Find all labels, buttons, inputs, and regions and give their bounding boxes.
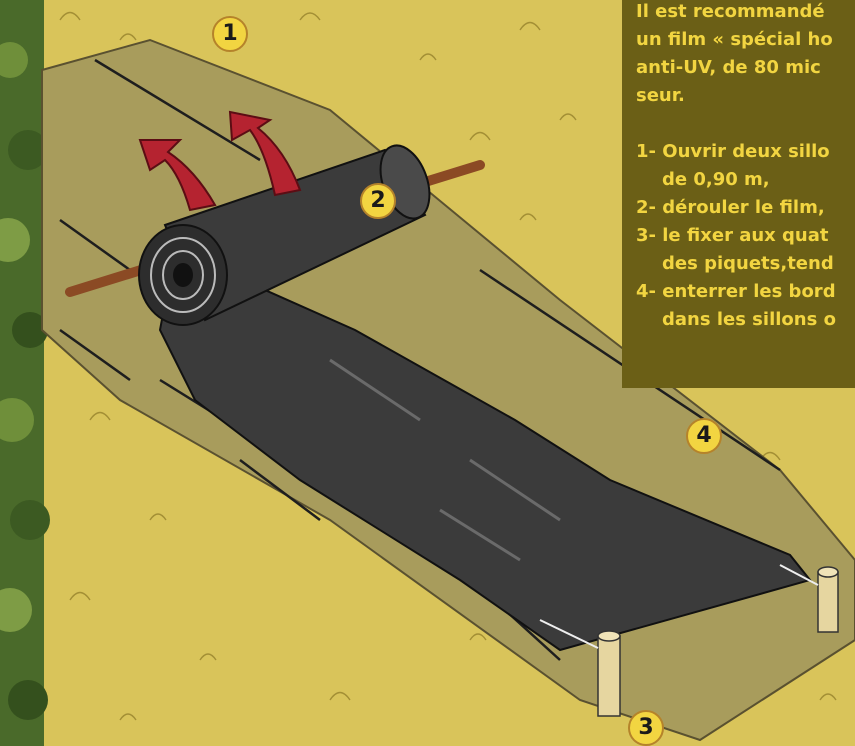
marker-1-badge: 1 <box>212 16 248 52</box>
step-line: 3- le fixer aux quat <box>636 222 855 250</box>
step-line: des piquets,tend <box>636 250 855 278</box>
intro-text: Il est recommandé un film « spécial ho a… <box>636 0 855 110</box>
marker-4-badge: 4 <box>686 418 722 454</box>
marker-2-badge: 2 <box>360 183 396 219</box>
step-line: 1- Ouvrir deux sillo <box>636 138 855 166</box>
step-line: 4- enterrer les bord <box>636 278 855 306</box>
intro-line-4: seur. <box>636 85 685 106</box>
steps-list: 1- Ouvrir deux sillo de 0,90 m, 2- dérou… <box>636 138 855 334</box>
marker-3-badge: 3 <box>628 710 664 746</box>
info-panel: Il est recommandé un film « spécial ho a… <box>622 0 855 388</box>
step-line: 2- dérouler le film, <box>636 194 855 222</box>
intro-line-1: Il est recommandé <box>636 1 825 22</box>
step-line: de 0,90 m, <box>636 166 855 194</box>
step-line: dans les sillons o <box>636 306 855 334</box>
intro-line-2: un film « spécial ho <box>636 29 833 50</box>
intro-line-3: anti-UV, de 80 mic <box>636 57 821 78</box>
